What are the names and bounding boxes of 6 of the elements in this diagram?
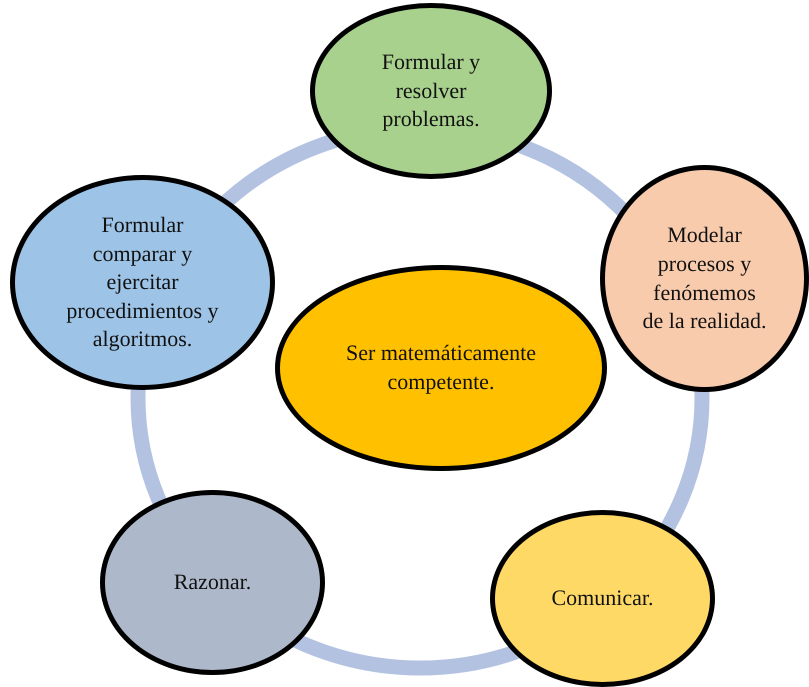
node-text: Razonar. — [174, 568, 252, 596]
node-text: Comunicar. — [551, 584, 654, 612]
node-text: Formular comparar y ejercitar procedimientos y algoritmos. — [65, 211, 220, 354]
node-text: Ser matemáticamente competente. — [346, 339, 536, 396]
node-text: Modelar procesos y fenómemos de la realidad. — [642, 221, 767, 336]
node-text: Formular y resolver problemas. — [380, 48, 482, 134]
